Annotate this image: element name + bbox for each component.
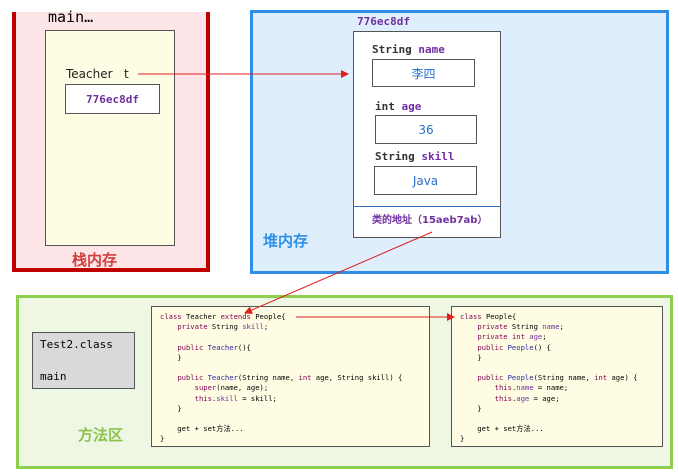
code-line: }: [460, 403, 482, 413]
people-class-code: class People{ private String name; priva…: [451, 306, 663, 447]
heap-memory-title: 堆内存: [263, 232, 309, 250]
code-line: }: [160, 434, 165, 444]
heap-to-class-arrow: [244, 231, 433, 314]
test2-main-method: main: [40, 370, 67, 383]
code-line: public People() {: [477, 342, 551, 352]
teacher-class-code: class Teacher extends People{ private St…: [151, 306, 430, 447]
field-value-age: 36: [375, 115, 477, 144]
teacher-variable: Teacher t: [66, 67, 129, 81]
code-line: super(name, age);: [194, 383, 269, 393]
object-divider: [353, 206, 501, 207]
reference-address-box: 776ec8df: [65, 84, 160, 114]
stack-frame-label: main…: [48, 8, 94, 26]
code-line: private String skill;: [177, 322, 269, 332]
stack-memory-title: 栈内存: [72, 251, 118, 269]
code-line: private int age;: [477, 332, 547, 342]
code-line: public People(String name, int age) {: [477, 373, 638, 383]
field-label-age: int age: [375, 100, 422, 113]
code-line: get + set方法...: [460, 424, 544, 434]
field-label-name: String name: [372, 43, 445, 56]
method-area-title: 方法区: [78, 426, 124, 444]
code-line: get + set方法...: [160, 424, 244, 434]
code-line: this.skill = skill;: [194, 393, 277, 403]
test2-class-box: [32, 332, 135, 389]
variable-type: Teacher: [66, 67, 113, 81]
field-value-name: 李四: [372, 59, 475, 87]
code-line: class People{: [460, 312, 517, 321]
field-value-skill: Java: [374, 166, 477, 195]
code-line: class Teacher extends People{: [160, 312, 286, 321]
code-line: }: [160, 403, 182, 413]
heap-object-address: 776ec8df: [357, 15, 410, 28]
main-stack-frame: [45, 30, 175, 246]
test2-class-name: Test2.class: [40, 338, 113, 351]
code-line: public Teacher(){: [177, 342, 251, 352]
code-line: this.name = name;: [494, 383, 569, 393]
code-line: this.age = age;: [494, 393, 560, 403]
code-line: }: [460, 352, 482, 362]
code-line: }: [160, 352, 182, 362]
code-line: public Teacher(String name, int age, Str…: [177, 373, 403, 383]
code-line: }: [460, 434, 465, 444]
field-label-skill: String skill: [375, 150, 455, 163]
code-line: private String name;: [477, 322, 564, 332]
class-address-label: 类的地址（15aeb7ab）: [372, 215, 488, 226]
variable-name: t: [124, 67, 129, 81]
